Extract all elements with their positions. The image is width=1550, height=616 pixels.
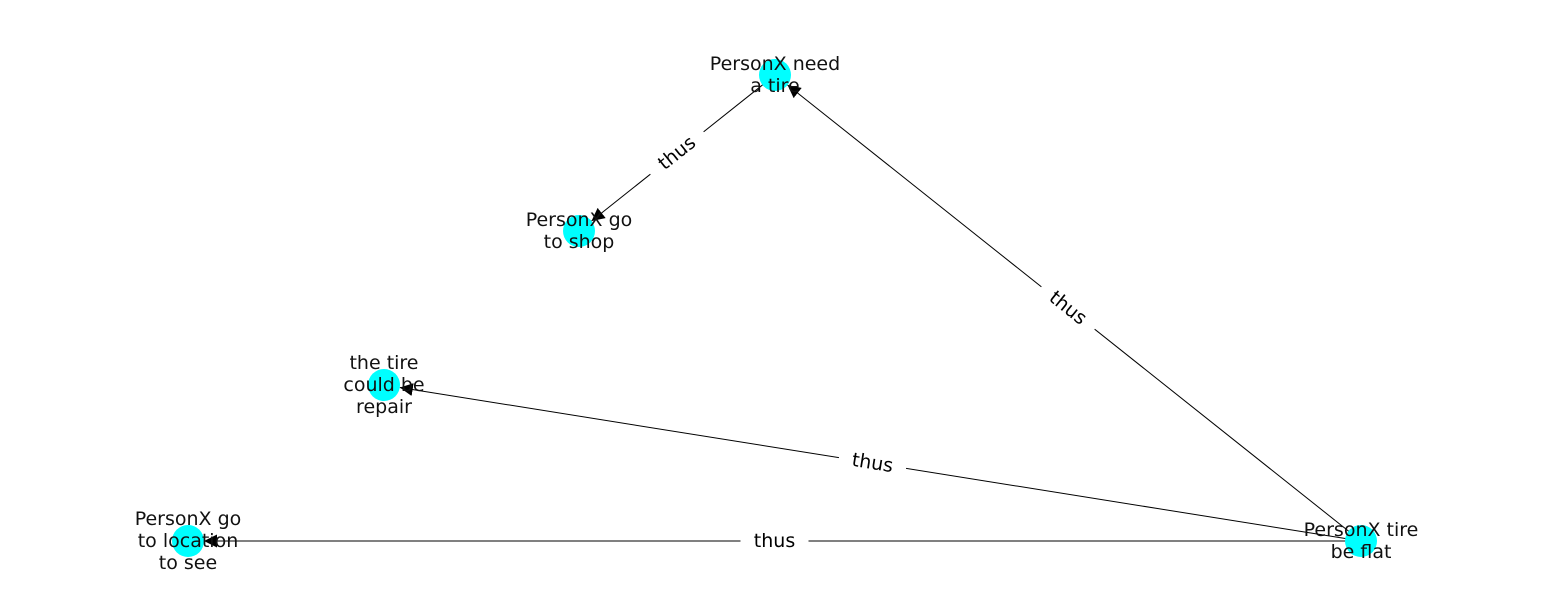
node-tire_repair[interactable]	[368, 369, 400, 401]
edge-tire_flat-to-go_location: thus	[204, 527, 1361, 555]
edge-label: thus	[754, 530, 795, 552]
node-need_tire[interactable]	[759, 59, 791, 91]
node-go_location[interactable]	[172, 525, 204, 557]
edge-tire_flat-to-tire_repair: thus	[399, 383, 1362, 542]
node-label-line: repair	[356, 396, 412, 418]
edge-label-background	[1032, 275, 1104, 341]
node-label-line: PersonX tire	[1304, 519, 1419, 541]
edge-tire_flat-to-need_tire: thus	[787, 84, 1362, 542]
node-label-line: could be	[343, 374, 424, 396]
node-label-line: to location	[138, 530, 239, 552]
node-label-line: to see	[159, 552, 217, 574]
edge-label-group: thus	[1032, 275, 1104, 341]
edge-label-group: thus	[641, 120, 713, 186]
edge-label-background	[641, 120, 713, 186]
node-label-line: be flat	[1331, 541, 1392, 563]
node-label-line: the tire	[349, 352, 418, 374]
node-label-line: to shop	[544, 231, 615, 253]
edge-label-group: thus	[836, 443, 909, 483]
edge-label-background	[836, 443, 909, 483]
nodes-layer	[172, 59, 1377, 557]
edges-layer: thus thus thus thus	[204, 74, 1362, 555]
edge-need_tire-to-go_shop: thus	[591, 74, 776, 222]
edge-label-background	[740, 527, 809, 555]
node-label-line: PersonX go	[135, 508, 242, 530]
node-label-line: a tire	[750, 75, 800, 97]
node-go_shop[interactable]	[563, 215, 595, 247]
node-label-line: PersonX go	[526, 209, 633, 231]
edge-label-group: thus	[740, 527, 809, 555]
node-label-line: PersonX need	[710, 53, 840, 75]
node-tire_flat[interactable]	[1345, 525, 1377, 557]
